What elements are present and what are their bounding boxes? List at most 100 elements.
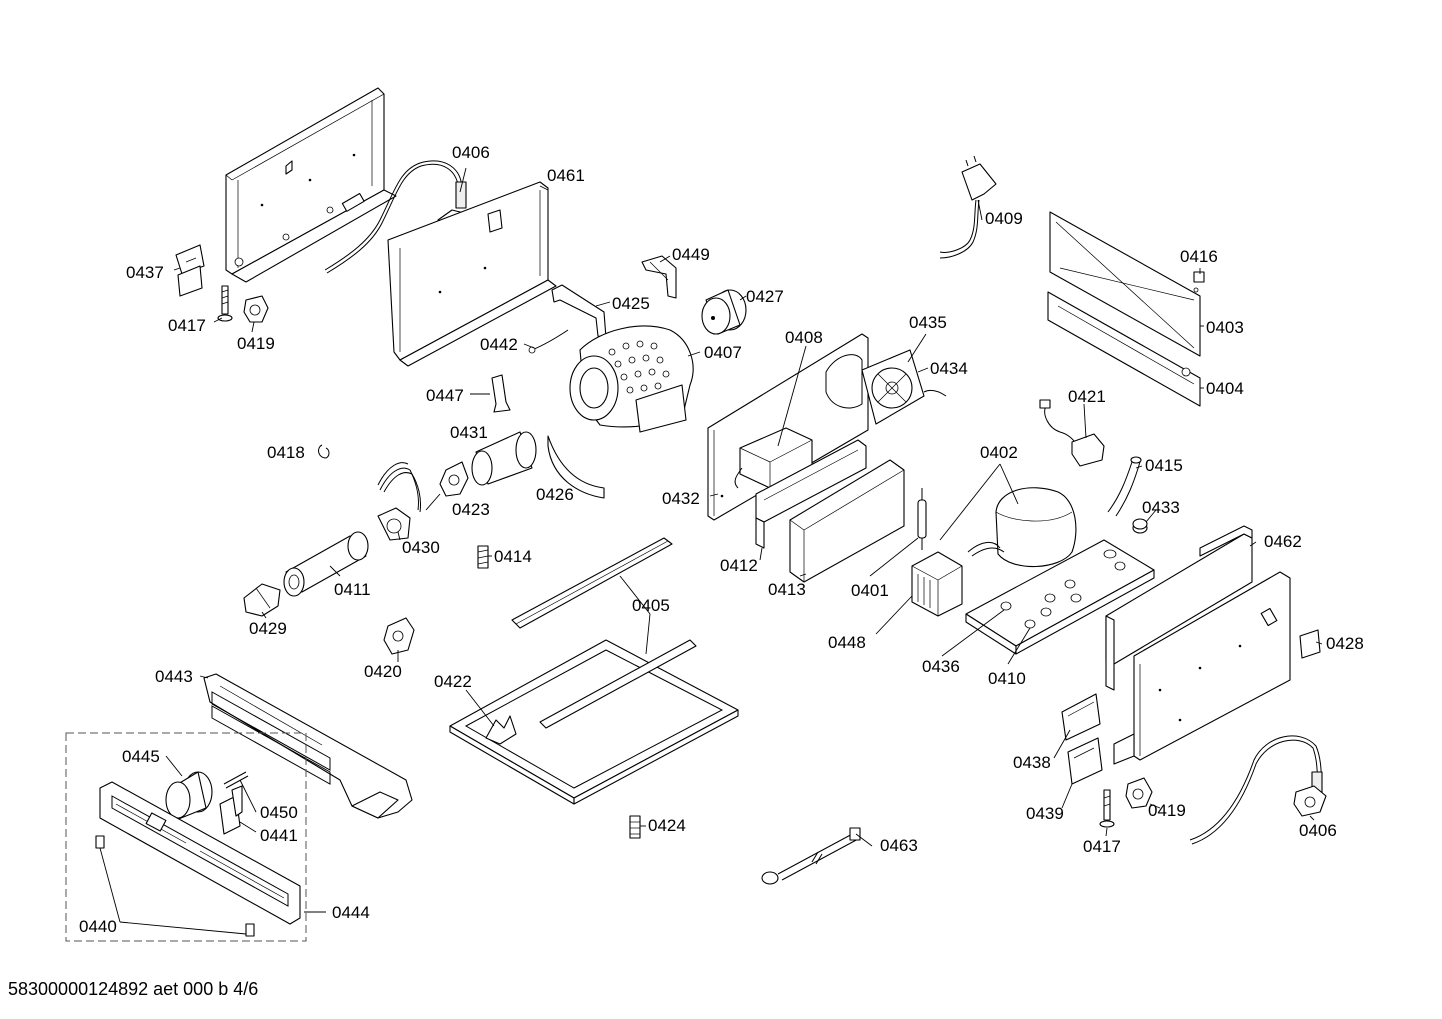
pad-0440-a xyxy=(95,835,105,849)
pad-0440-b xyxy=(245,923,255,937)
label-0403: 0403 xyxy=(1206,318,1244,337)
tube-0415 xyxy=(1107,456,1142,517)
label-0430: 0430 xyxy=(402,538,440,557)
label-0435: 0435 xyxy=(909,313,947,332)
baffle-0426 xyxy=(547,435,605,499)
fan-wire-0434 xyxy=(923,389,947,397)
label-0415: 0415 xyxy=(1145,456,1183,475)
label-0437: 0437 xyxy=(126,263,164,282)
power-cord-0409 xyxy=(939,155,997,259)
grommet-0419-right xyxy=(1125,777,1153,809)
panel-0403 xyxy=(1049,211,1201,357)
label-0401: 0401 xyxy=(851,581,889,600)
label-0418: 0418 xyxy=(267,443,305,462)
bracket-0441 xyxy=(219,785,243,835)
compressor-0402 xyxy=(967,487,1077,568)
label-0443: 0443 xyxy=(155,667,193,686)
mounting-bracket-left xyxy=(225,87,397,283)
transformer-0408 xyxy=(734,427,813,489)
label-0419-left: 0419 xyxy=(237,334,275,353)
part-labels: 0406 0461 0437 0417 0419 0449 0425 0427 … xyxy=(79,143,1364,936)
label-0439: 0439 xyxy=(1026,804,1064,823)
label-0432: 0432 xyxy=(662,489,700,508)
panel-0461 xyxy=(387,181,557,367)
valve-0423 xyxy=(439,461,469,497)
label-0409: 0409 xyxy=(985,209,1023,228)
panel-0404 xyxy=(1047,291,1201,407)
clip-0418 xyxy=(318,444,330,459)
label-0461: 0461 xyxy=(547,166,585,185)
label-0405: 0405 xyxy=(632,596,670,615)
screw-0417-left xyxy=(217,285,233,322)
label-0417-left: 0417 xyxy=(168,316,206,335)
label-0444: 0444 xyxy=(332,903,370,922)
valve-0420 xyxy=(383,617,415,655)
clip-0428 xyxy=(1299,629,1321,659)
wire-0442 xyxy=(528,329,569,354)
label-0416: 0416 xyxy=(1180,247,1218,266)
fan-0435 xyxy=(861,349,925,425)
label-0426: 0426 xyxy=(536,485,574,504)
label-0424: 0424 xyxy=(648,816,686,835)
label-0433: 0433 xyxy=(1142,498,1180,517)
label-0406-left: 0406 xyxy=(452,143,490,162)
bracket-0425 xyxy=(551,284,607,339)
clip-0447 xyxy=(491,374,511,413)
clip-0424 xyxy=(629,815,641,839)
document-id-footer: 58300000124892 aet 000 b 4/6 xyxy=(8,979,259,999)
label-0450: 0450 xyxy=(260,803,298,822)
strip-0405-upper xyxy=(511,537,673,629)
label-0412: 0412 xyxy=(720,556,758,575)
motor-0427 xyxy=(701,289,747,335)
label-0440: 0440 xyxy=(79,917,117,936)
leader-lines xyxy=(99,167,1323,935)
label-0417-right: 0417 xyxy=(1083,837,1121,856)
label-0408: 0408 xyxy=(785,328,823,347)
label-0448: 0448 xyxy=(828,633,866,652)
label-0431: 0431 xyxy=(450,423,488,442)
label-0414: 0414 xyxy=(494,547,532,566)
label-0434: 0434 xyxy=(930,359,968,378)
grille-0444 xyxy=(99,781,301,925)
fastener-0416 xyxy=(1193,271,1205,283)
filter-drier-0401 xyxy=(917,488,927,550)
grommet-0419-left xyxy=(243,295,269,323)
label-0462: 0462 xyxy=(1264,532,1302,551)
label-0425: 0425 xyxy=(612,294,650,313)
power-cord-0406-right xyxy=(1189,735,1327,845)
label-0436: 0436 xyxy=(922,657,960,676)
bracket-0439 xyxy=(1067,737,1103,785)
box-0448 xyxy=(911,551,963,617)
label-0420: 0420 xyxy=(364,662,402,681)
label-0411: 0411 xyxy=(334,580,371,599)
capacitor-0431 xyxy=(471,431,537,486)
plug-0429 xyxy=(243,583,281,617)
label-0463: 0463 xyxy=(880,836,918,855)
label-0407: 0407 xyxy=(704,343,742,362)
bracket-0438 xyxy=(1061,693,1101,741)
hose-0463 xyxy=(761,827,861,885)
label-0447: 0447 xyxy=(426,386,464,405)
panel-0462 xyxy=(1105,525,1253,691)
label-0406-right: 0406 xyxy=(1299,821,1337,840)
filter-0414 xyxy=(477,545,489,569)
label-0402: 0402 xyxy=(980,443,1018,462)
label-0422: 0422 xyxy=(434,672,472,691)
label-0423: 0423 xyxy=(452,500,490,519)
label-0419-right: 0419 xyxy=(1148,801,1186,820)
harness-0430 xyxy=(377,462,421,541)
bracket-0449 xyxy=(641,255,677,299)
tray-0422 xyxy=(449,639,739,805)
label-0449: 0449 xyxy=(672,245,710,264)
pcb-0412 xyxy=(755,439,867,549)
grille-0443 xyxy=(203,673,413,819)
label-0427: 0427 xyxy=(746,287,784,306)
panel-0463-side xyxy=(1113,571,1291,765)
label-0428: 0428 xyxy=(1326,634,1364,653)
label-0445: 0445 xyxy=(122,747,160,766)
damper-0445 xyxy=(165,771,213,821)
label-0441: 0441 xyxy=(260,826,298,845)
label-0438: 0438 xyxy=(1013,753,1051,772)
